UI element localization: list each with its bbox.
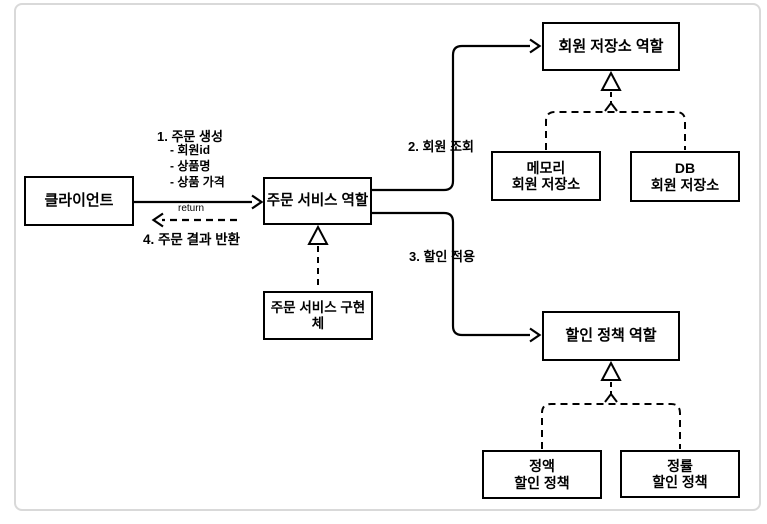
order-service-role-label: 주문 서비스 역할 bbox=[266, 192, 369, 209]
step1-label: 1. 주문 생성 bbox=[157, 129, 223, 144]
step3-label: 3. 할인 적용 bbox=[409, 249, 475, 264]
step2-label: 2. 회원 조회 bbox=[408, 139, 474, 154]
memory-member-repo-box: 메모리 회원 저장소 bbox=[491, 151, 601, 201]
realization-order-service-impl bbox=[307, 224, 329, 290]
client-label: 클라이언트 bbox=[44, 192, 114, 210]
arrow-discount-apply bbox=[372, 211, 542, 343]
member-repo-role-label: 회원 저장소 역할 bbox=[558, 37, 664, 55]
db-member-repo-line1: DB bbox=[674, 160, 696, 177]
arrow-return bbox=[151, 212, 237, 228]
step4-label: 4. 주문 결과 반환 bbox=[143, 232, 241, 247]
client-box: 클라이언트 bbox=[24, 176, 134, 226]
memory-member-repo-line1: 메모리 bbox=[526, 159, 566, 176]
memory-member-repo-line2: 회원 저장소 bbox=[511, 176, 581, 192]
discount-policy-role-label: 할인 정책 역할 bbox=[565, 327, 657, 345]
arrow-member-lookup bbox=[372, 38, 542, 192]
realization-discount-policies bbox=[541, 360, 681, 449]
db-member-repo-box: DB 회원 저장소 bbox=[630, 151, 740, 202]
fixed-discount-policy-box: 정액 할인 정책 bbox=[482, 450, 602, 499]
rate-discount-policy-box: 정률 할인 정책 bbox=[620, 450, 740, 498]
rate-discount-policy-line1: 정률 bbox=[667, 457, 693, 474]
return-label: return bbox=[178, 203, 205, 214]
diagram-frame bbox=[14, 3, 761, 511]
realization-member-repos bbox=[545, 70, 686, 150]
arrow-order-create bbox=[134, 194, 264, 210]
fixed-discount-policy-line2: 할인 정책 bbox=[514, 474, 570, 491]
order-service-impl-label: 주문 서비스 구현체 bbox=[270, 299, 366, 331]
rate-discount-policy-line2: 할인 정책 bbox=[652, 474, 708, 490]
discount-policy-role-box: 할인 정책 역할 bbox=[542, 311, 680, 361]
order-service-impl-box: 주문 서비스 구현체 bbox=[263, 291, 373, 340]
fixed-discount-policy-line1: 정액 bbox=[529, 458, 555, 475]
step1-param-list: - 회원id - 상품명 - 상품 가격 bbox=[170, 143, 225, 189]
db-member-repo-line2: 회원 저장소 bbox=[650, 176, 720, 193]
order-service-role-box: 주문 서비스 역할 bbox=[263, 177, 372, 225]
member-repo-role-box: 회원 저장소 역할 bbox=[542, 22, 680, 71]
